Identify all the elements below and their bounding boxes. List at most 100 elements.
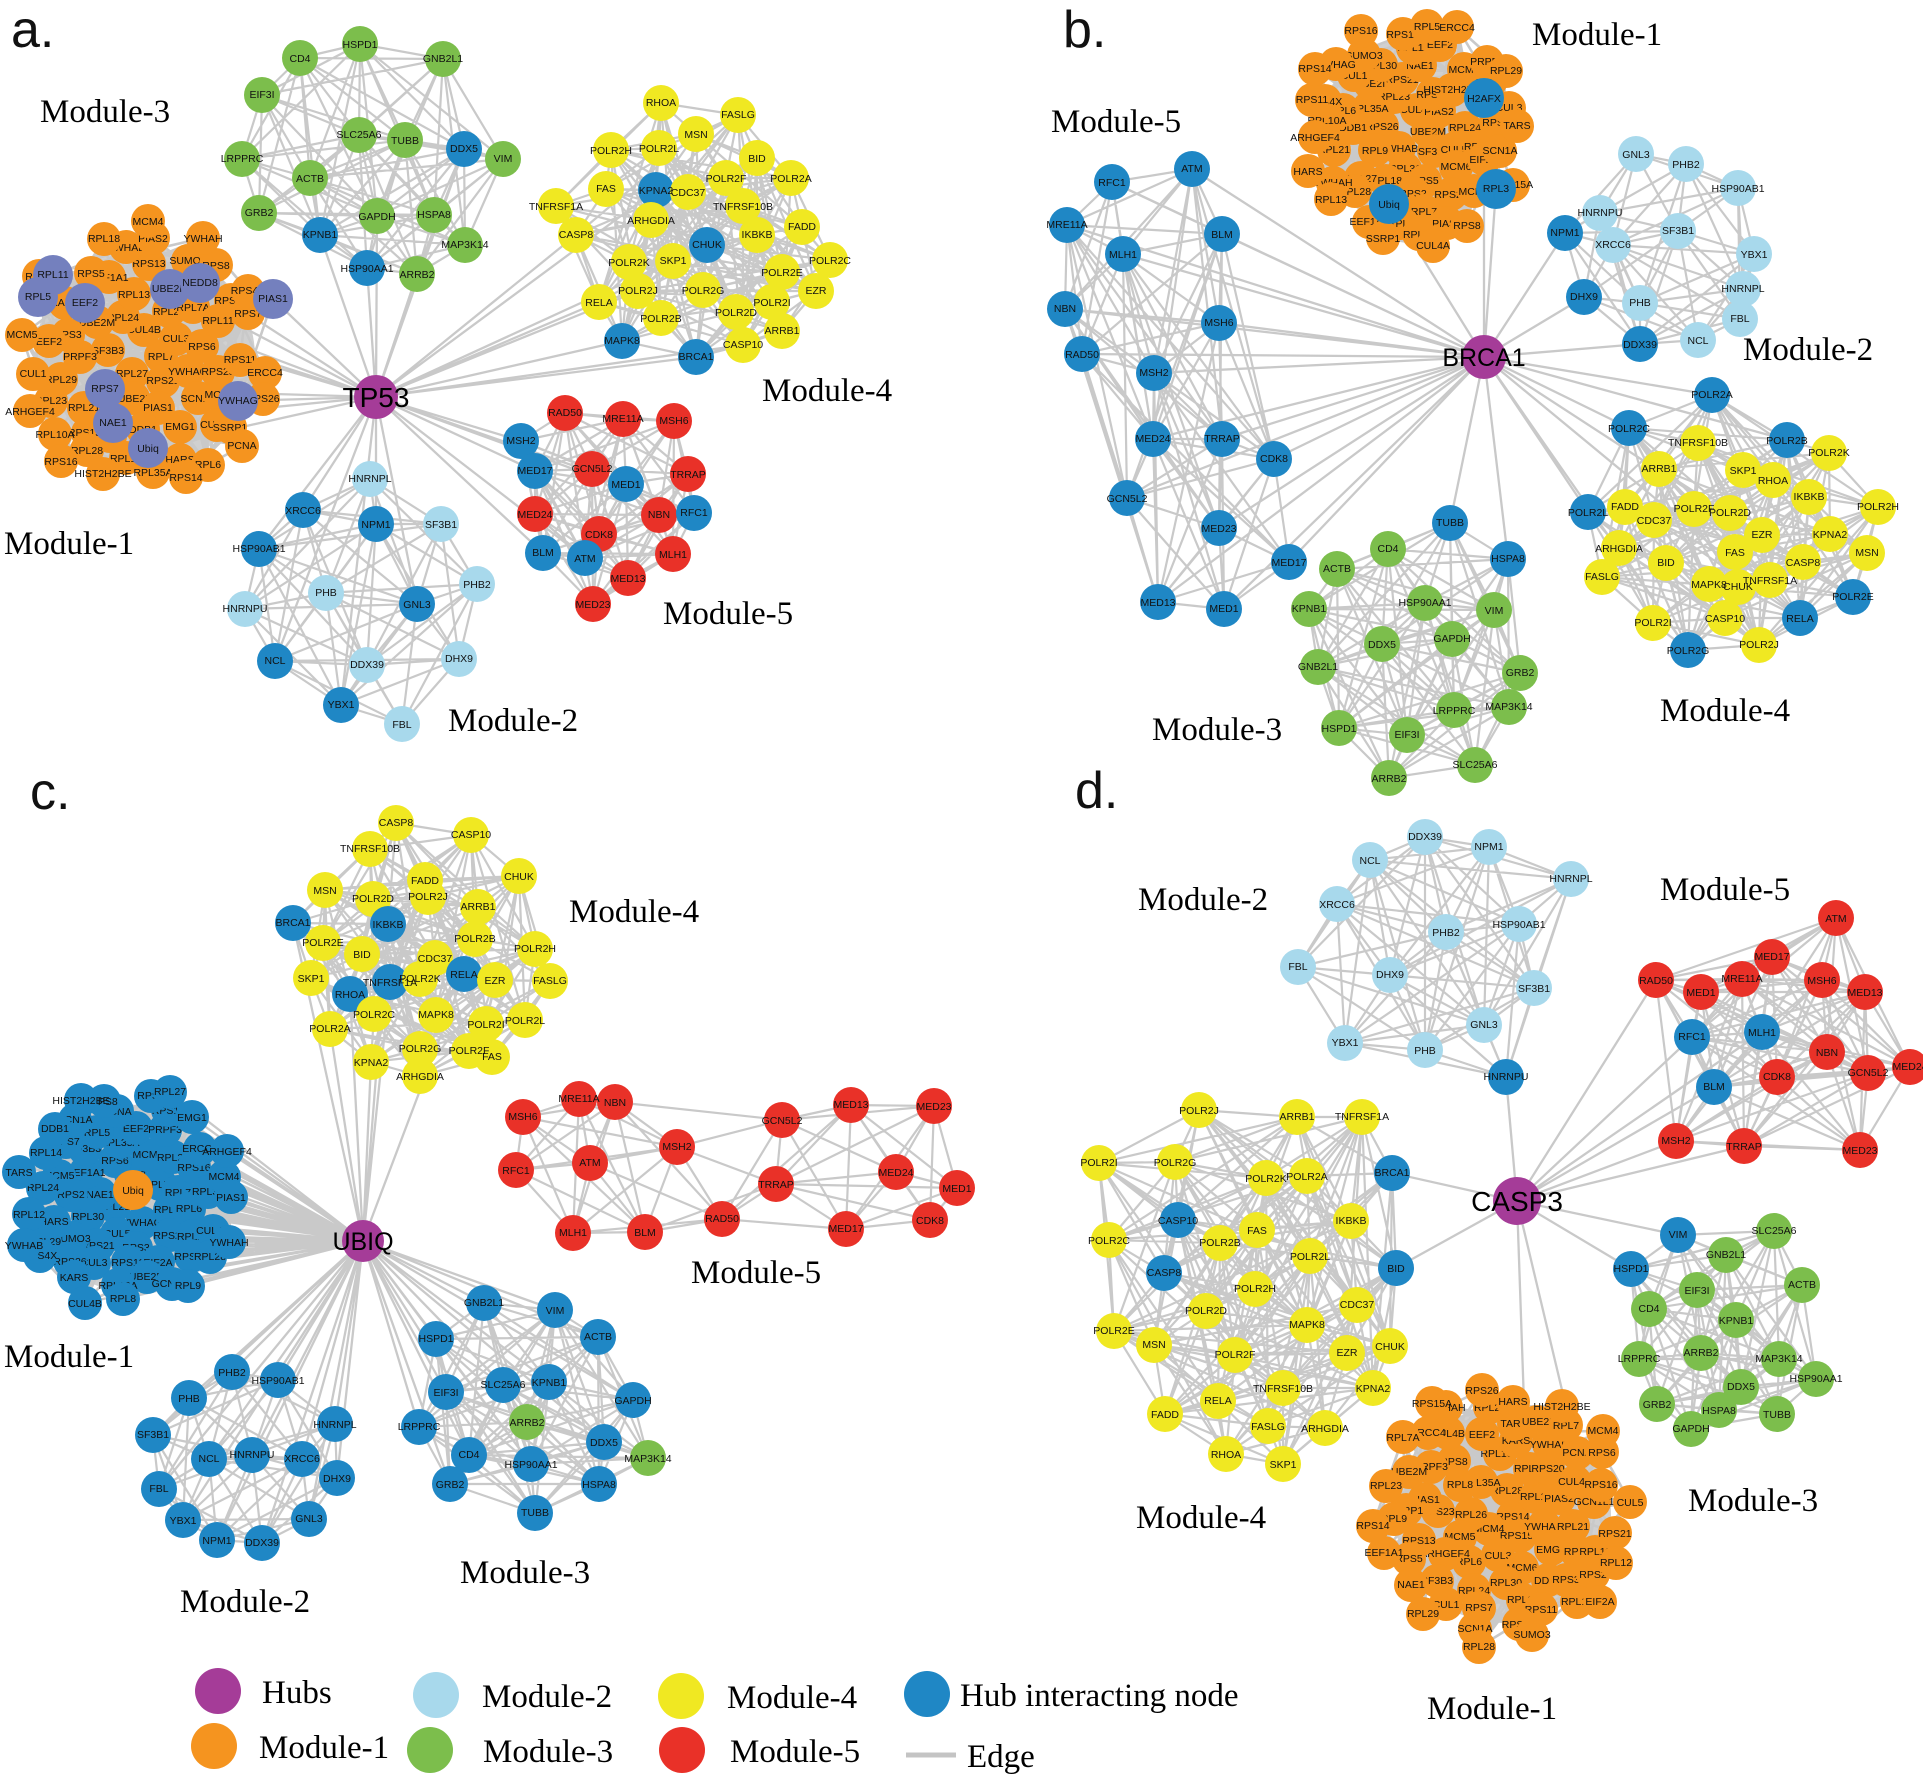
- svg-text:HARS: HARS: [1498, 1396, 1527, 1408]
- svg-text:SLC25A6: SLC25A6: [337, 129, 382, 141]
- svg-text:CUL3: CUL3: [163, 333, 190, 345]
- svg-text:POLR2D: POLR2D: [1709, 507, 1751, 519]
- svg-text:FASLG: FASLG: [1251, 1421, 1285, 1433]
- svg-text:DHX9: DHX9: [323, 1473, 351, 1485]
- svg-text:RPL24: RPL24: [107, 312, 139, 324]
- svg-text:HNRNPL: HNRNPL: [313, 1419, 356, 1431]
- svg-text:IKBKB: IKBKB: [1336, 1215, 1367, 1227]
- svg-text:Module-1: Module-1: [1532, 17, 1662, 53]
- svg-text:RPS2: RPS2: [1579, 1569, 1607, 1581]
- svg-text:RPS16: RPS16: [44, 456, 77, 468]
- svg-text:Module-1: Module-1: [1427, 1691, 1557, 1727]
- svg-text:ATM: ATM: [1181, 163, 1202, 175]
- svg-text:H2AFX: H2AFX: [1467, 93, 1501, 105]
- svg-text:POLR2C: POLR2C: [809, 255, 851, 267]
- svg-text:NPM1: NPM1: [1550, 227, 1579, 239]
- svg-text:MED13: MED13: [833, 1099, 868, 1111]
- svg-text:RPL8: RPL8: [1447, 1479, 1473, 1491]
- svg-text:MSH2: MSH2: [1661, 1135, 1690, 1147]
- svg-text:ERCC4: ERCC4: [1439, 22, 1475, 34]
- svg-text:RPL5: RPL5: [25, 291, 51, 303]
- svg-text:POLR2C: POLR2C: [1088, 1235, 1130, 1247]
- svg-text:RPL30: RPL30: [72, 1211, 104, 1223]
- svg-text:RPL7A: RPL7A: [176, 302, 209, 314]
- svg-text:Module-2: Module-2: [180, 1584, 310, 1620]
- svg-text:MRE11A: MRE11A: [1046, 219, 1087, 231]
- svg-text:RPL23: RPL23: [1370, 1480, 1402, 1492]
- svg-text:KPNA2: KPNA2: [1813, 529, 1848, 541]
- svg-text:VIM: VIM: [1485, 605, 1504, 617]
- svg-text:CD4: CD4: [289, 53, 310, 65]
- svg-text:GCN5L2: GCN5L2: [572, 463, 613, 475]
- svg-text:RPL24: RPL24: [27, 1182, 59, 1194]
- svg-text:EZR: EZR: [1752, 529, 1773, 541]
- svg-text:MRE11A: MRE11A: [558, 1093, 599, 1105]
- svg-text:KPNA2: KPNA2: [639, 185, 674, 197]
- svg-text:POLR2H: POLR2H: [1857, 501, 1899, 513]
- svg-text:TNFRSF10B: TNFRSF10B: [1668, 437, 1728, 449]
- svg-text:RPL13: RPL13: [1315, 194, 1347, 206]
- svg-text:MRE11A: MRE11A: [1721, 973, 1762, 985]
- svg-text:ARHGEF4: ARHGEF4: [1290, 132, 1340, 144]
- svg-text:UBIQ: UBIQ: [332, 1228, 393, 1256]
- svg-text:HSPD1: HSPD1: [1321, 723, 1356, 735]
- svg-text:RPL5: RPL5: [84, 1127, 110, 1139]
- svg-text:MAPK8: MAPK8: [1289, 1319, 1325, 1331]
- svg-text:RPS14: RPS14: [1356, 1520, 1389, 1532]
- svg-text:RPL21: RPL21: [1557, 1521, 1589, 1533]
- svg-text:RPL6: RPL6: [195, 459, 221, 471]
- svg-text:ARHGEF4: ARHGEF4: [1420, 1548, 1470, 1560]
- svg-text:CASP10: CASP10: [723, 339, 763, 351]
- svg-text:HSP90AB1: HSP90AB1: [1711, 183, 1764, 195]
- svg-text:RPL35A: RPL35A: [133, 467, 172, 479]
- svg-text:EEF2: EEF2: [1427, 39, 1453, 51]
- svg-text:HSPA8: HSPA8: [1702, 1405, 1736, 1417]
- svg-text:YWHAH: YWHAH: [209, 1237, 248, 1249]
- svg-text:MSN: MSN: [313, 885, 336, 897]
- svg-text:RPL26: RPL26: [1455, 1509, 1487, 1521]
- svg-text:CD4: CD4: [1377, 543, 1398, 555]
- svg-text:RPL29: RPL29: [1407, 1608, 1439, 1620]
- svg-text:RPL6: RPL6: [1456, 1556, 1482, 1568]
- svg-text:ARHGDIA: ARHGDIA: [396, 1071, 444, 1083]
- svg-text:HNRNPL: HNRNPL: [1721, 283, 1764, 295]
- svg-text:PRPF3: PRPF3: [148, 1124, 182, 1136]
- svg-text:POLR2B: POLR2B: [640, 313, 681, 325]
- svg-text:CUL1: CUL1: [20, 368, 47, 380]
- svg-text:Module-3: Module-3: [1688, 1483, 1818, 1519]
- svg-text:SF3B1: SF3B1: [1518, 983, 1550, 995]
- svg-text:GNL3: GNL3: [403, 599, 431, 611]
- svg-text:HSP90AA1: HSP90AA1: [504, 1459, 557, 1471]
- svg-text:RPS20: RPS20: [1531, 1463, 1564, 1475]
- svg-text:ATM: ATM: [574, 553, 595, 565]
- svg-text:PCNA: PCNA: [1562, 1447, 1591, 1459]
- svg-text:POLR2G: POLR2G: [1667, 645, 1710, 657]
- svg-text:Module-5: Module-5: [730, 1734, 860, 1770]
- svg-text:POLR2E: POLR2E: [761, 267, 802, 279]
- svg-text:PCNA: PCNA: [227, 440, 256, 452]
- svg-text:MAP3K14: MAP3K14: [624, 1453, 671, 1465]
- svg-text:GAPDH: GAPDH: [1672, 1423, 1709, 1435]
- svg-text:EEF1A1: EEF1A1: [66, 1167, 105, 1179]
- svg-text:RPL7: RPL7: [148, 351, 174, 363]
- svg-text:YWHAG: YWHAG: [168, 366, 208, 378]
- svg-text:HIST2H2BE: HIST2H2BE: [74, 468, 131, 480]
- svg-text:ARRB1: ARRB1: [764, 325, 799, 337]
- svg-text:CDK8: CDK8: [585, 529, 613, 541]
- svg-text:SCN1A: SCN1A: [1482, 145, 1517, 157]
- svg-text:RHOA: RHOA: [1211, 1449, 1241, 1461]
- svg-text:RPS7: RPS7: [91, 383, 119, 395]
- svg-text:RPL28: RPL28: [71, 445, 103, 457]
- svg-text:SF3B3: SF3B3: [1421, 1575, 1453, 1587]
- svg-text:POLR2B: POLR2B: [1766, 435, 1807, 447]
- svg-text:GNB2L1: GNB2L1: [464, 1297, 504, 1309]
- svg-text:POLR2I: POLR2I: [1080, 1157, 1117, 1169]
- svg-text:GAPDH: GAPDH: [614, 1395, 651, 1407]
- svg-text:BID: BID: [1657, 557, 1675, 569]
- svg-text:MRE11A: MRE11A: [602, 413, 643, 425]
- svg-text:RPL27: RPL27: [116, 368, 148, 380]
- svg-text:Module-4: Module-4: [727, 1680, 857, 1716]
- svg-text:MED17: MED17: [828, 1223, 863, 1235]
- svg-text:DDX39: DDX39: [1408, 831, 1442, 843]
- svg-text:RPS6: RPS6: [1588, 1447, 1616, 1459]
